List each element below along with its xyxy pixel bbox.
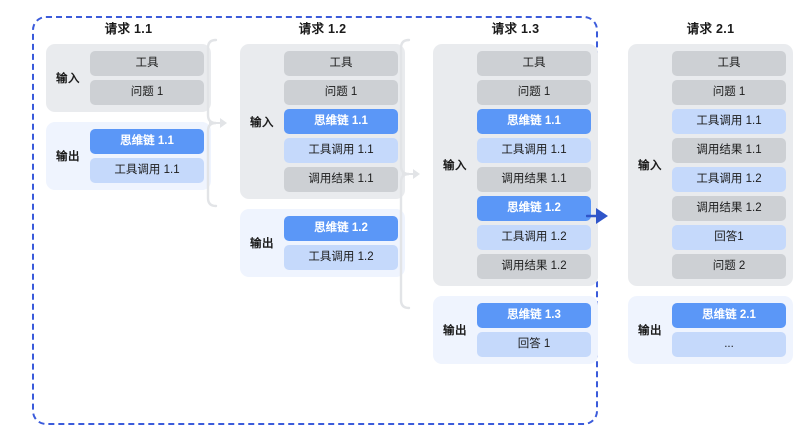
token-block: 思维链 1.2 <box>284 216 398 241</box>
token-block: 工具调用 1.2 <box>477 225 591 250</box>
request-column-title: 请求 1.3 <box>491 22 540 36</box>
token-block: 问题 1 <box>672 80 786 105</box>
token-block: 工具调用 1.1 <box>90 158 204 183</box>
token-block: 工具 <box>672 51 786 76</box>
token-block: 工具 <box>90 51 204 76</box>
group-output: 输出思维链 1.1 工具调用 1.1 <box>46 122 211 190</box>
token-block: 思维链 1.1 <box>90 129 204 154</box>
group-items: 思维链 1.2 工具调用 1.2 <box>284 216 398 270</box>
request-column-2: 请求 1.2 输入 工具问题 1 思维链 1.1 工具调用 1.1 调用结果 1.1 输出思… <box>240 22 405 277</box>
token-block: 调用结果 1.2 <box>672 196 786 221</box>
group-label: 输出 <box>56 151 80 163</box>
request-column-4: 请求 2.1 输入 工具问题 1 工具调用 1.1 调用结果 1.1 工具调用 1.2 调用… <box>628 22 793 364</box>
token-block: 思维链 1.2 <box>477 196 591 221</box>
token-block: 工具 <box>284 51 398 76</box>
token-block: 问题 1 <box>90 80 204 105</box>
group-items: 思维链 1.1 工具调用 1.1 <box>90 129 204 183</box>
token-block: 工具调用 1.2 <box>672 167 786 192</box>
token-block: 问题 1 <box>477 80 591 105</box>
token-block: 工具调用 1.1 <box>672 109 786 134</box>
group-items: 工具问题 1 工具调用 1.1 调用结果 1.1 工具调用 1.2 调用结果 1.2 回答… <box>672 51 786 279</box>
token-block: 调用结果 1.2 <box>477 254 591 279</box>
group-items: 工具问题 1 思维链 1.1 工具调用 1.1 调用结果 1.1 <box>284 51 398 192</box>
group-label: 输入 <box>443 160 467 172</box>
group-input: 输入 工具问题 1 工具调用 1.1 调用结果 1.1 工具调用 1.2 调用结果 1.2… <box>628 44 793 286</box>
token-block: 回答 1 <box>477 332 591 357</box>
token-block: 调用结果 1.1 <box>477 167 591 192</box>
group-input: 输入 工具问题 1 思维链 1.1 工具调用 1.1 调用结果 1.1 <box>240 44 405 199</box>
token-block: 工具 <box>477 51 591 76</box>
token-block: 工具调用 1.1 <box>284 138 398 163</box>
token-block: 思维链 1.1 <box>477 109 591 134</box>
group-label: 输入 <box>638 160 662 172</box>
group-output: 输出思维链 1.3 回答 1 <box>433 296 598 364</box>
token-block: 调用结果 1.1 <box>284 167 398 192</box>
group-items: 工具问题 1 <box>90 51 204 105</box>
token-block: 回答1 <box>672 225 786 250</box>
group-label: 输入 <box>56 73 80 85</box>
token-block: 调用结果 1.1 <box>672 138 786 163</box>
group-label: 输出 <box>443 325 467 337</box>
group-label: 输出 <box>250 238 274 250</box>
request-column-1: 请求 1.1 输入工具问题 1 输出思维链 1.1 工具调用 1.1 <box>46 22 211 190</box>
group-input: 输入工具问题 1 <box>46 44 211 112</box>
group-output: 输出思维链 1.2 工具调用 1.2 <box>240 209 405 277</box>
token-block: 问题 1 <box>284 80 398 105</box>
token-block: 工具调用 1.2 <box>284 245 398 270</box>
request-column-title: 请求 2.1 <box>686 22 735 36</box>
group-items: 思维链 1.3 回答 1 <box>477 303 591 357</box>
request-column-title: 请求 1.1 <box>104 22 153 36</box>
token-block: 工具调用 1.1 <box>477 138 591 163</box>
group-label: 输出 <box>638 325 662 337</box>
request-column-3: 请求 1.3 输入 工具问题 1 思维链 1.1 工具调用 1.1 调用结果 1.1 思维链… <box>433 22 598 364</box>
token-block: 思维链 1.1 <box>284 109 398 134</box>
token-block: 思维链 1.3 <box>477 303 591 328</box>
token-block: 思维链 2.1 <box>672 303 786 328</box>
group-label: 输入 <box>250 116 274 129</box>
group-items: 思维链 2.1... <box>672 303 786 357</box>
group-items: 工具问题 1 思维链 1.1 工具调用 1.1 调用结果 1.1 思维链 1.2 工具调用… <box>477 51 591 279</box>
token-block: 问题 2 <box>672 254 786 279</box>
request-column-title: 请求 1.2 <box>298 22 347 36</box>
token-block: ... <box>672 332 786 357</box>
group-output: 输出思维链 2.1... <box>628 296 793 364</box>
